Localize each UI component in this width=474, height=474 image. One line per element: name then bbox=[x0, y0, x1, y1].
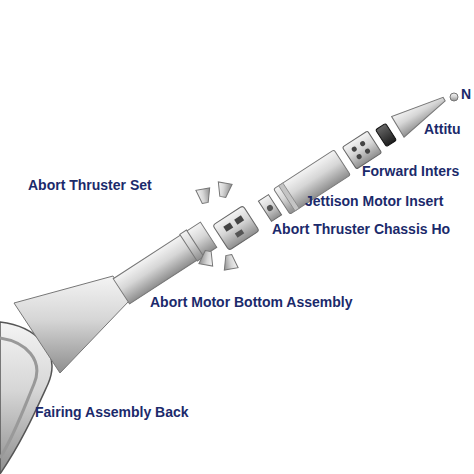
abort-motor-tube bbox=[113, 221, 218, 304]
part-label: Jettison Motor Insert bbox=[305, 193, 443, 210]
part-label: Abort Thruster Set bbox=[28, 177, 152, 194]
thruster-cone bbox=[196, 188, 212, 204]
label-holder: N bbox=[461, 86, 471, 103]
label-holder: Fairing Assembly Back bbox=[35, 404, 189, 421]
thruster-cone bbox=[216, 182, 232, 198]
part-label: Abort Thruster Chassis Ho bbox=[272, 221, 450, 238]
label-holder: Abort Thruster Set bbox=[28, 177, 152, 194]
attitude-ring bbox=[376, 123, 397, 146]
label-holder: Attitu bbox=[424, 121, 461, 138]
jettison-insert bbox=[258, 195, 281, 222]
thruster-chassis bbox=[213, 206, 260, 251]
part-label: Forward Inters bbox=[362, 163, 459, 180]
thruster-cone bbox=[199, 250, 215, 266]
nose-tip bbox=[450, 93, 458, 101]
fairing-cone bbox=[14, 276, 129, 373]
part-label: Fairing Assembly Back bbox=[35, 404, 189, 421]
fairing-rim bbox=[0, 338, 37, 458]
part-label: Abort Motor Bottom Assembly bbox=[150, 294, 352, 311]
label-holder: Abort Thruster Chassis Ho bbox=[272, 221, 450, 238]
label-holder: Forward Inters bbox=[362, 163, 459, 180]
part-label: N bbox=[461, 86, 471, 103]
thruster-cone bbox=[222, 254, 238, 270]
label-holder: Jettison Motor Insert bbox=[305, 193, 443, 210]
part-label: Attitu bbox=[424, 121, 461, 138]
label-holder: Abort Motor Bottom Assembly bbox=[150, 294, 352, 311]
